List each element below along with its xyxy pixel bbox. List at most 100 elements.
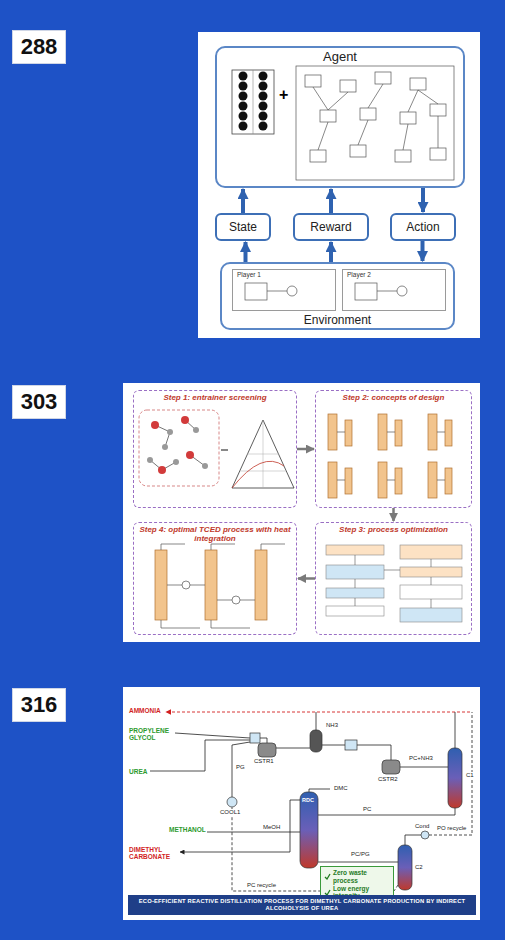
text-line: State [229,220,257,234]
search-tree [360,108,376,120]
flow-arrow [329,189,333,213]
column-concepts [395,420,402,446]
flow-arrow [244,242,248,262]
process-box: Action [390,213,456,241]
column-concepts [428,414,437,450]
stream-label: PO recycle [436,825,467,832]
optimization-flowchart [326,545,462,622]
stream-label: PROPYLENE GLYCOL [128,727,174,741]
stream-label: METHANOL [168,826,207,833]
flow-arrow [421,241,425,261]
molecule-cluster [181,416,189,424]
molecule-cluster [167,429,173,435]
search-tree [310,150,326,162]
search-tree [296,66,454,180]
stream-label: UREA [128,768,148,775]
node-text: Reward [310,220,351,234]
optimization-flowchart [400,585,462,599]
process-lines [400,767,448,768]
stream-label: AMMONIA [128,707,162,714]
game-board [267,291,287,292]
ternary-diagram [221,420,294,488]
search-tree [430,104,446,116]
environment-box: Environment Player 1 Player 2 [220,262,455,330]
stream-label: DMC [333,785,349,792]
figure-number: 316 [12,688,66,722]
flow-arrow [392,508,395,521]
agent-box: Agent [215,46,465,188]
search-tree [313,84,438,150]
text-line: Step 1: entrainer screening [163,393,266,402]
text-line: 288 [21,34,58,60]
stream-label: RDC [301,797,315,803]
heat-integrated-process [205,550,217,620]
node-text: Step 3: process optimization [339,525,448,534]
molecule-cluster [139,410,219,486]
particle-grid [259,122,268,131]
flow-arrow [329,242,333,262]
particle-grid [259,72,268,81]
step-frame: Step 3: process optimization [315,522,472,635]
particle-grid [259,112,268,121]
text-line: 303 [21,389,58,415]
process-lines [318,808,455,815]
process-lines [316,712,317,730]
molecule-cluster [162,444,168,450]
molecule-cluster [173,459,179,465]
column-concepts [328,462,337,498]
stream-label: C2 [414,864,424,871]
optimization-flowchart [326,606,384,616]
column-concepts [395,468,402,494]
game-board [355,283,377,300]
text-line: Environment [304,313,371,327]
process-lines [309,789,330,792]
text-line: Step 2: concepts of design [343,393,445,402]
molecule-cluster [186,451,194,459]
stream-label: CSTR2 [377,776,399,783]
optimization-flowchart [326,588,384,598]
process-lines [318,862,398,863]
process-box: Reward [293,213,369,241]
process-lines [205,832,300,833]
stream-label: PG [235,764,246,771]
process-lines [150,712,472,891]
optimization-flowchart [400,608,462,622]
particle-grid [253,70,254,134]
process-equipment [250,733,260,743]
heat-integrated-process [161,544,285,628]
process-equipment [382,760,400,774]
white-panel [123,383,480,642]
particle-grid [232,70,274,134]
node-text: Agent [323,49,357,64]
stream-label: CSTR1 [253,758,275,765]
optimization-flowchart [400,545,462,559]
particle-grid [259,102,268,111]
process-equipment [345,740,357,750]
node-text: 316 [21,692,58,718]
flow-arrow [241,189,245,213]
stream-label: C1 [465,772,475,779]
search-tree [305,75,321,87]
node-text: Player 1 [237,271,261,278]
game-board [245,283,267,300]
stream-label: PC recycle [246,882,277,889]
white-panel [198,32,480,338]
node-text: Environment [304,313,371,327]
column-concepts [428,462,437,498]
column-concepts [445,468,452,494]
molecule-cluster [139,410,219,486]
search-tree [340,80,356,92]
particle-grid [239,102,248,111]
particle-grid [239,82,248,91]
step-frame: Step 1: entrainer screening [133,390,297,508]
particle-grid [232,70,274,134]
step-frame: Step 2: concepts of design [315,390,472,508]
particle-grid [239,72,248,81]
player-panel: Player 2 [342,269,446,311]
ammonia-recycle-line [166,712,470,713]
search-tree [410,78,426,90]
heat-integrated-process [255,550,267,620]
process-equipment [421,831,429,839]
process-equipment [398,845,412,890]
